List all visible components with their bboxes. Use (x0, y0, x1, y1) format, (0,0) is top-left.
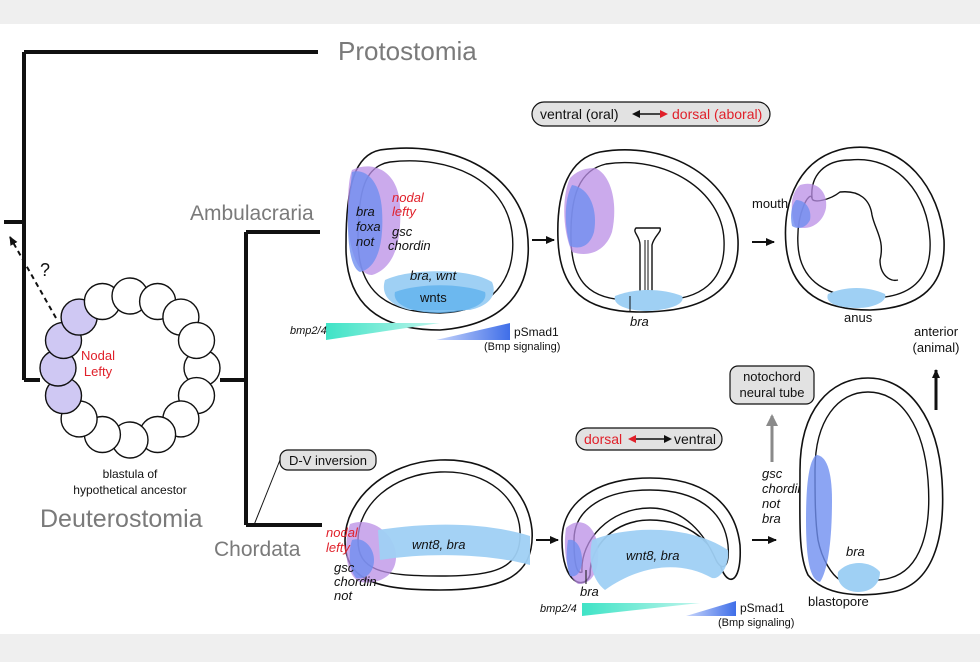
ch-bmp-signaling-label: (Bmp signaling) (718, 617, 794, 629)
ch3-blastopore: blastopore (808, 594, 869, 609)
phylogenetic-tree (4, 50, 322, 527)
ch2-bra: bra (580, 584, 599, 599)
amb1-chordin: chordin (388, 238, 431, 253)
amb2-bra: bra (630, 314, 649, 329)
blastula-cells (39, 277, 221, 459)
amb1-wnts: wnts (419, 290, 447, 305)
ch1-nodal: nodal (326, 525, 359, 540)
chordata-label: Chordata (214, 538, 301, 561)
anterior-line1: anterior (914, 324, 959, 339)
top-axis-dorsal: dorsal (aboral) (672, 106, 762, 122)
amb-embryo-3 (784, 146, 945, 311)
blastula-cell (177, 321, 216, 360)
top-axis-arrowhead-right (660, 110, 668, 118)
notochord-box (729, 365, 815, 405)
top-axis-arrowhead-left (632, 110, 640, 118)
amb-embryo-1 (345, 147, 529, 331)
amb3-anus: anus (844, 310, 873, 325)
amb-embryo-2 (557, 149, 739, 313)
top-axis-ventral: ventral (oral) (540, 106, 619, 122)
amb1-bra: bra (356, 204, 375, 219)
amb1-gsc: gsc (392, 224, 413, 239)
ch-gene-not: not (762, 496, 781, 511)
ch-embryo-1 (344, 459, 533, 591)
blastula-caption-line1: blastula of (103, 467, 158, 481)
dv-inversion-label: D-V inversion (289, 453, 367, 468)
anterior-line2: (animal) (913, 340, 960, 355)
ch-embryo-3 (799, 377, 944, 596)
ch1-gsc: gsc (334, 560, 355, 575)
amb1-not: not (356, 234, 375, 249)
amb1-lefty: lefty (392, 204, 417, 219)
amb1-foxa: foxa (356, 219, 381, 234)
protostomia-label: Protostomia (338, 36, 477, 66)
amb1-bra-wnt: bra, wnt (410, 268, 458, 283)
bottom-axis-arrowhead-right (664, 435, 672, 443)
amb1-nodal: nodal (392, 190, 425, 205)
notochord-line1: notochord (743, 369, 801, 384)
ch1-wnt8-bra: wnt8, bra (412, 537, 465, 552)
blastula-nodal-label: Nodal (81, 348, 115, 363)
ch-gene-chordin: chordin (762, 481, 805, 496)
deuterostomia-label: Deuterostomia (40, 505, 203, 533)
ch1-chordin: chordin (334, 574, 377, 589)
amb-psmad-gradient (436, 323, 510, 340)
amb-bmp-label: bmp2/4 (290, 325, 327, 337)
ch-bmp-label: bmp2/4 (540, 603, 577, 615)
ancestor-dashed-arrow (9, 236, 57, 319)
bottom-axis-arrowhead-left (628, 435, 636, 443)
ch1-not: not (334, 588, 353, 603)
ch-psmad-label: pSmad1 (740, 601, 785, 615)
ch2-wnt8-bra: wnt8, bra (626, 548, 679, 563)
question-mark: ? (40, 260, 50, 280)
ch-gene-gsc: gsc (762, 466, 783, 481)
bottom-axis-ventral: ventral (674, 431, 716, 447)
ambulacraria-label: Ambulacraria (190, 202, 314, 225)
amb-psmad-label: pSmad1 (514, 325, 559, 339)
dv-inversion-pointer (253, 459, 281, 526)
ch-psmad-gradient (686, 601, 736, 616)
ch-embryo-2 (561, 477, 741, 590)
ch1-lefty: lefty (326, 540, 351, 555)
notochord-line2: neural tube (739, 385, 804, 400)
amb-bmp-signaling-label: (Bmp signaling) (484, 341, 560, 353)
blastula-caption-line2: hypothetical ancestor (73, 483, 186, 497)
ch3-bra: bra (846, 544, 865, 559)
ch-gene-bra: bra (762, 511, 781, 526)
amb-bmp-gradient (326, 323, 440, 340)
ch-bmp-gradient (582, 603, 700, 616)
amb3-mouth: mouth (752, 196, 788, 211)
bottom-axis-dorsal: dorsal (584, 431, 622, 447)
blastula-lefty-label: Lefty (84, 364, 113, 379)
